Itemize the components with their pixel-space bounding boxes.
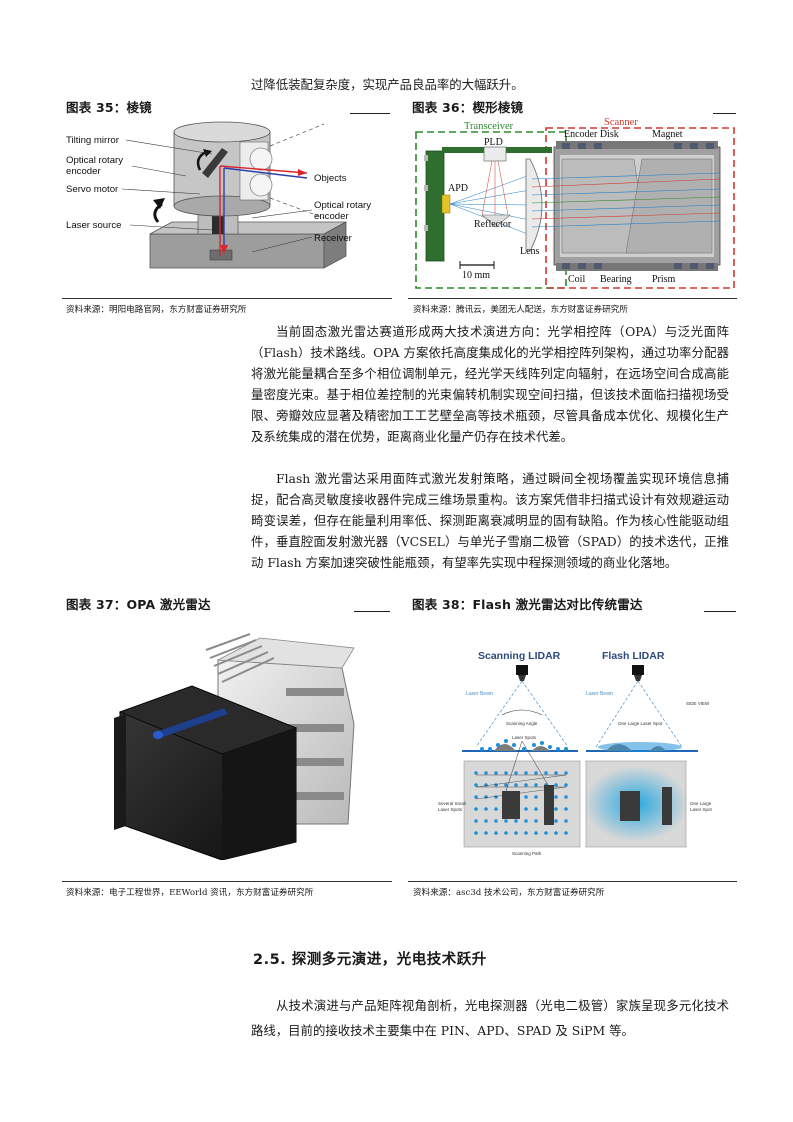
top-line: 过降低装配复杂度，实现产品良品率的大幅跃升。 [251,77,524,92]
label-scanner: Scanner [604,117,638,128]
label-apd: APD [448,183,468,194]
figure-36-source: 资料来源：腾讯云，美团无人配送，东方财富证券研究所 [413,305,628,315]
label-optical-rotary-encoder-left-2: encoder [66,166,101,177]
paragraph-opa-flash: 当前固态激光雷达赛道形成两大技术演进方向：光学相控阵（OPA）与泛光面阵（Fla… [251,324,729,444]
figure-38-title-rule [704,611,736,612]
paragraph-flash-lidar: Flash 激光雷达采用面阵式激光发射策略，通过瞬间全视场覆盖实现环境信息捕捉，… [251,471,729,570]
label-magnet: Magnet [652,129,683,140]
figure-35-source: 资料来源：明阳电路官网，东方财富证券研究所 [66,305,247,315]
paragraph-photodetector: 从技术演进与产品矩阵视角剖析，光电探测器（光电二极管）家族呈现多元化技术路线，目… [251,998,729,1038]
title-scanning-lidar: Scanning LIDAR [478,650,561,662]
label-one-large-2: Laser Spot [690,807,713,812]
label-tilting-mirror: Tilting mirror [66,135,120,146]
figure-38-title: 图表 38：Flash 激光雷达对比传统雷达 [412,597,643,612]
label-laser-beam-left: Laser Beam [466,691,493,697]
label-scanning-angle: Scanning Angle [506,721,538,726]
label-lens: Lens [520,246,540,257]
label-scale-10mm: 10 mm [462,270,490,281]
label-encoder-disk: Encoder Disk [564,129,619,140]
label-coil: Coil [568,274,585,285]
label-one-large-spot-top: One Large Laser Spot [618,721,663,726]
label-laser-source: Laser source [66,220,121,231]
title-flash-lidar: Flash LIDAR [602,650,665,662]
label-laser-beam-right: Laser Beam [586,691,613,697]
label-several-small-2: Laser Spots [438,807,463,812]
figure-36-title: 图表 36：楔形棱镜 [412,100,524,115]
label-side-view: SIDE VIEW [686,701,710,706]
label-optical-rotary-encoder-right-1: Optical rotary [314,200,371,211]
label-optical-rotary-encoder-left-1: Optical rotary [66,155,123,166]
figure-38-bottom-rule [408,881,737,882]
label-optical-rotary-encoder-right-2: encoder [314,211,349,222]
figure-35-title: 图表 35：棱镜 [66,100,152,115]
label-servo-motor: Servo motor [66,184,119,195]
label-receiver: Receiver [314,233,353,244]
label-transceiver: Transceiver [464,121,514,132]
label-reflector: Reflector [474,219,512,230]
label-several-small-1: Several Small [438,801,466,806]
figure-36-wedge-prism-diagram: Transceiver Scanner PLD APD Reflector Le… [412,115,737,293]
label-pld: PLD [484,137,503,148]
label-prism: Prism [652,274,676,285]
figure-36-title-rule [713,113,736,114]
figure-37-source: 资料来源：电子工程世界，EEWorld 资讯，东方财富证券研究所 [66,888,314,898]
figure-36-bottom-rule [408,298,737,299]
section-title: 2.5. 探测多元演进，光电技术跃升 [253,952,487,968]
figure-35-title-rule [350,113,390,114]
figure-38-flash-vs-scanning: Scanning LIDAR Flash LIDAR Laser Beam La… [436,645,716,865]
label-laser-spots: Laser Spots [512,735,537,740]
figure-38-source: 资料来源：asc3d 技术公司，东方财富证券研究所 [413,888,605,898]
figure-37-bottom-rule [62,881,392,882]
figure-37-title-rule [354,611,390,612]
label-bearing: Bearing [600,274,632,285]
label-scanning-path: Scanning Path [512,851,542,856]
figure-35-bottom-rule [62,298,392,299]
label-objects: Objects [314,173,347,184]
figure-35-prism-diagram: Tilting mirror Optical rotary encoder Se… [62,118,392,290]
figure-37-title: 图表 37：OPA 激光雷达 [66,597,211,612]
figure-37-opa-lidar-photo [110,628,355,860]
label-one-large-1: One Large [690,801,712,806]
